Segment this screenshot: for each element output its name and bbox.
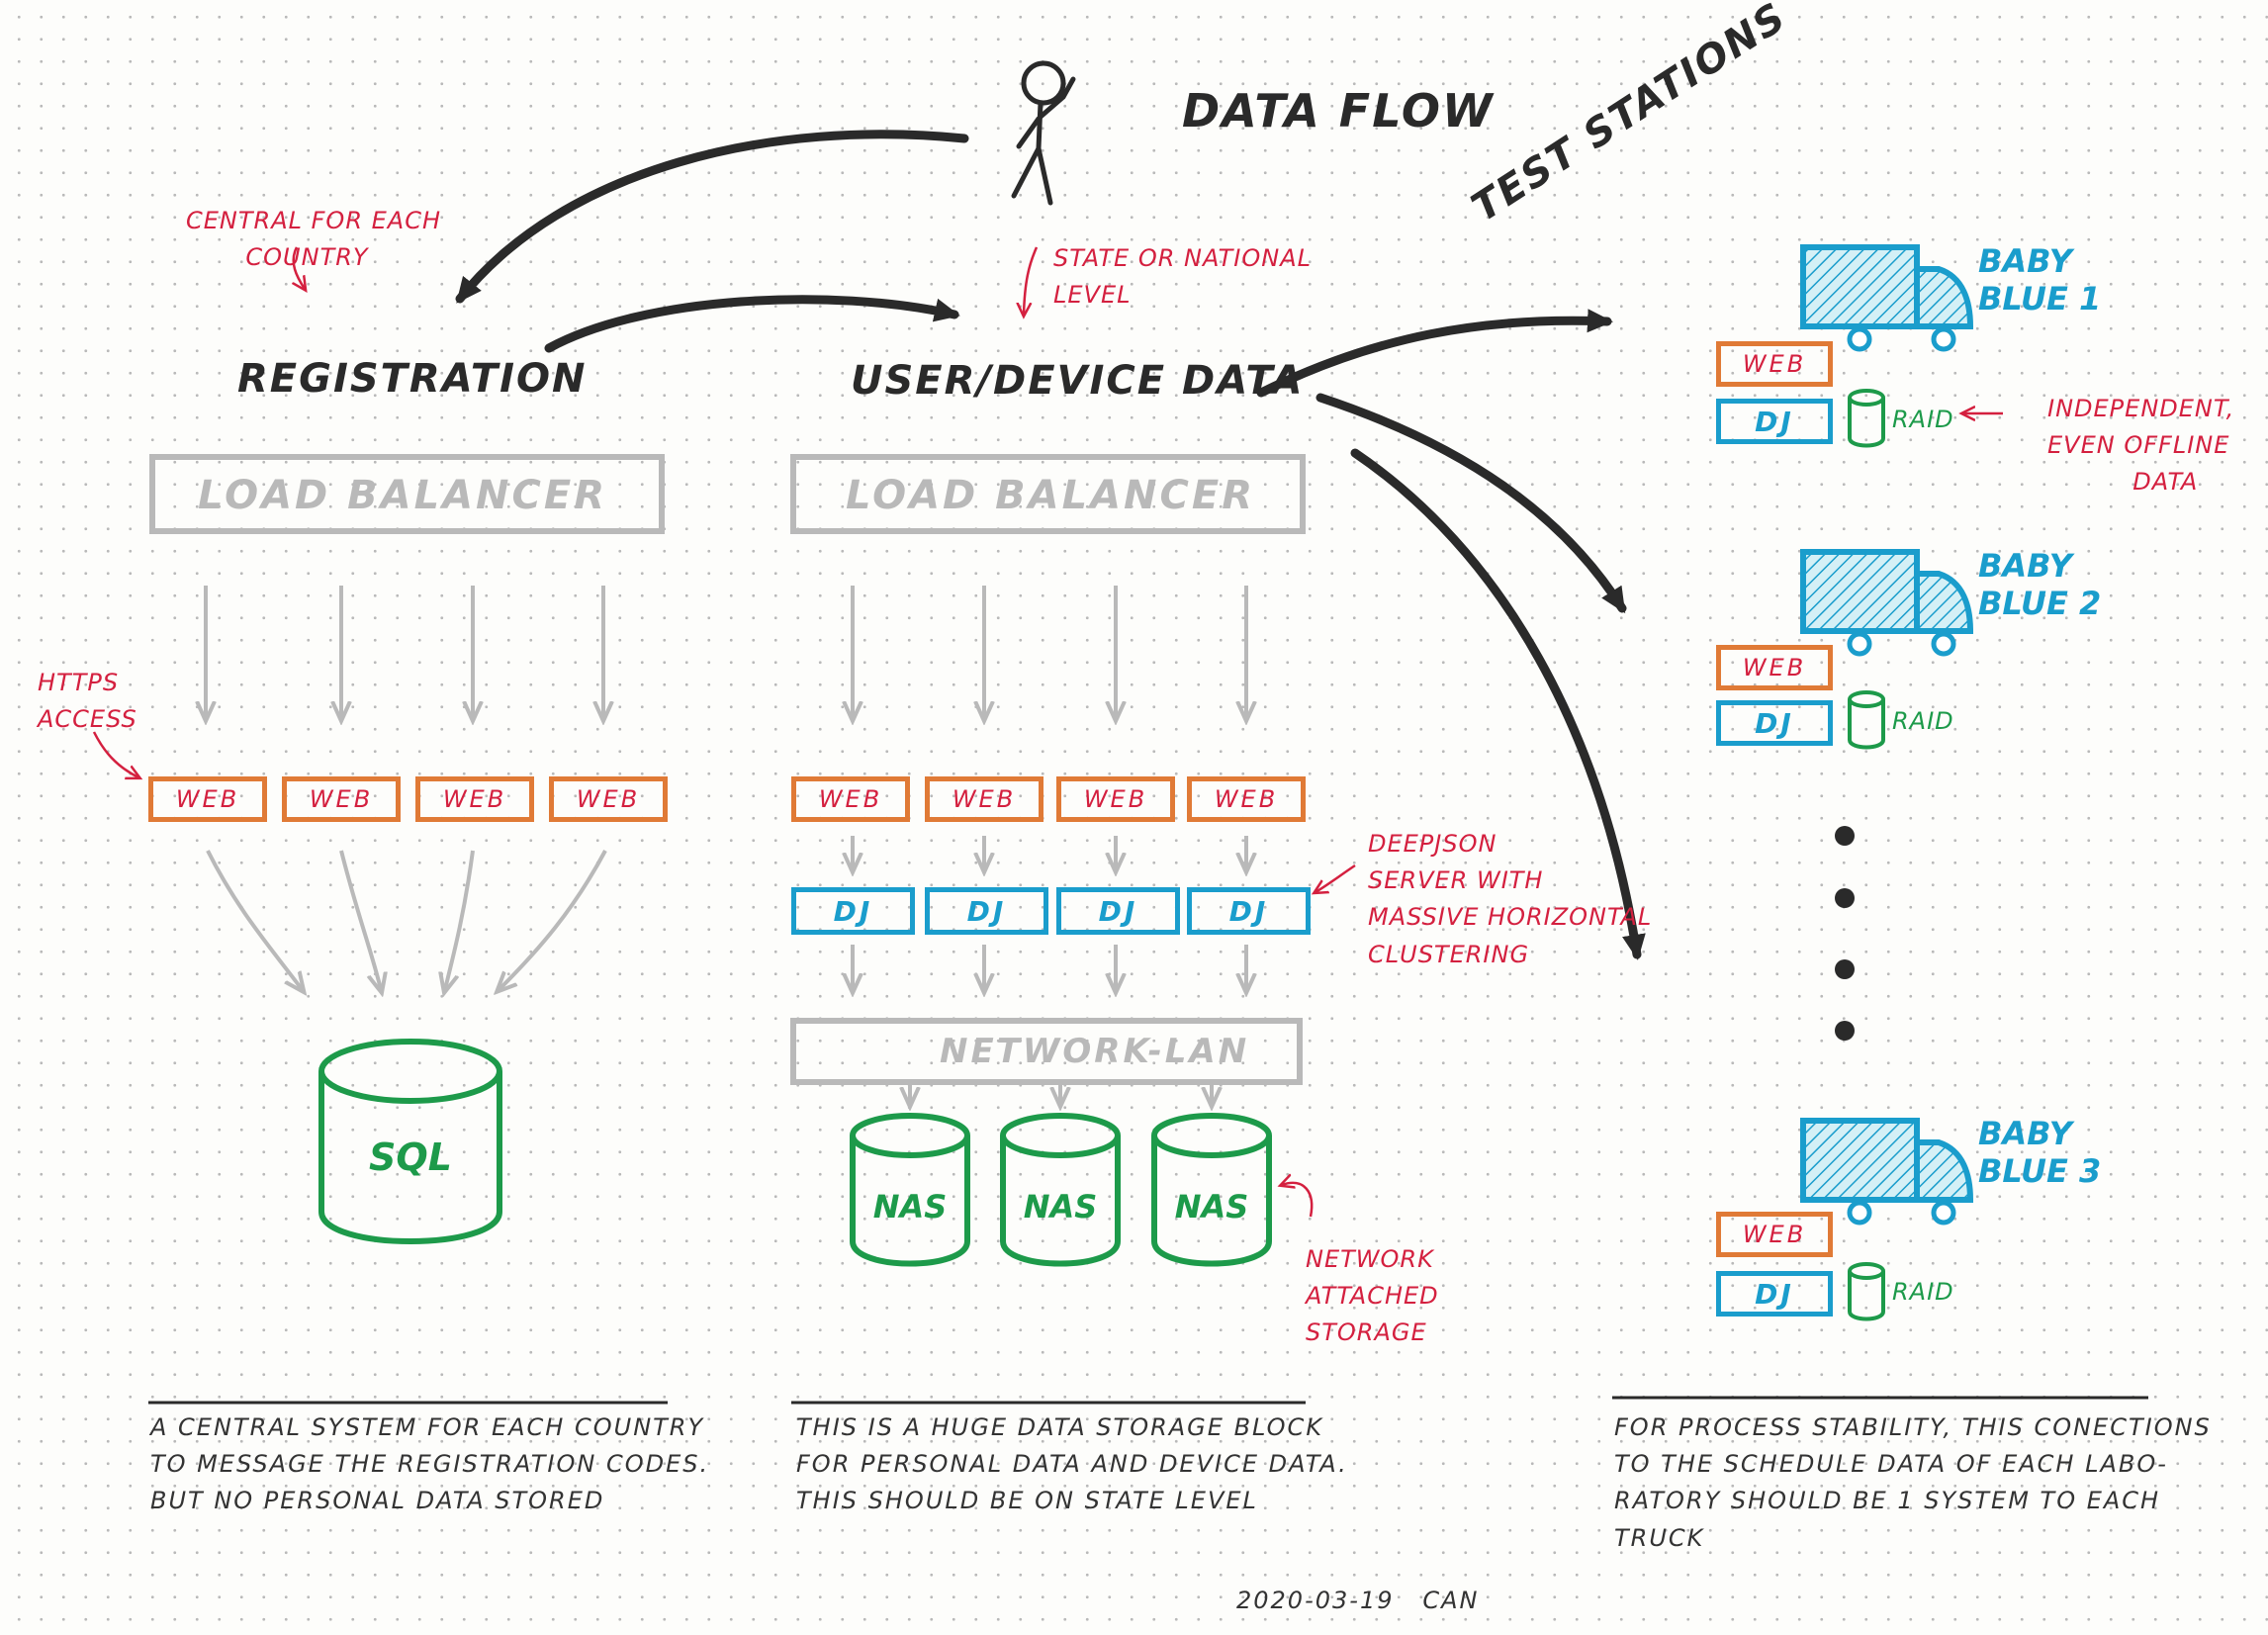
user-device-web-server-1: WEB	[791, 776, 910, 822]
truck-icon-1	[1800, 244, 1974, 352]
registration-load-balancer-label: LOAD BALANCER	[198, 473, 607, 518]
truck-label-2: BABY BLUE 2	[1978, 547, 2102, 623]
nas-cylinders	[850, 1113, 1272, 1267]
truck-label-3: BABY BLUE 3	[1978, 1115, 2102, 1191]
truck-3-web-server: WEB	[1716, 1212, 1833, 1257]
user-device-load-balancer-label: LOAD BALANCER	[846, 473, 1255, 518]
deepjson-server-4: DJ	[1187, 887, 1311, 935]
truck-2-raid-label: RAID	[1892, 707, 1954, 735]
raid-cylinders	[1848, 389, 1885, 1321]
sql-database-label: SQL	[369, 1135, 452, 1179]
user-device-heading: USER/DEVICE DATA	[851, 358, 1305, 404]
network-lan-box	[790, 1018, 1303, 1085]
lan-to-nas-arrows	[910, 1084, 1212, 1103]
deepjson-server-1: DJ	[791, 887, 915, 935]
truck-label-1: BABY BLUE 1	[1978, 242, 2102, 318]
dj-to-lan-arrows	[853, 945, 1246, 989]
truck-1-deepjson-server: DJ	[1716, 399, 1833, 444]
registration-web-server-3: WEB	[415, 776, 534, 822]
central-annotation: CENTRAL FOR EACH COUNTRY	[186, 207, 442, 272]
date-signature: 2020-03-19 CAN	[1236, 1587, 1480, 1614]
truck-2-deepjson-server: DJ	[1716, 700, 1833, 746]
registration-heading: REGISTRATION	[237, 356, 588, 402]
nas-storage-label-1: NAS	[872, 1188, 948, 1226]
truck-2-web-server: WEB	[1716, 645, 1833, 690]
user-device-load-balancer	[790, 454, 1306, 534]
user-device-web-server-3: WEB	[1056, 776, 1175, 822]
state-annotation: STATE OR NATIONAL LEVEL	[1053, 244, 1313, 310]
truck-3-raid-label: RAID	[1892, 1278, 1954, 1306]
deepjson-server-2: DJ	[925, 887, 1048, 935]
user-figure-icon	[1011, 60, 1076, 206]
truck-icon-3	[1800, 1118, 1974, 1226]
nas-storage-label-2: NAS	[1023, 1188, 1098, 1226]
truck-1-web-server: WEB	[1716, 341, 1833, 387]
sql-cylinder	[318, 1039, 502, 1244]
lb-to-web-arrows-user-device	[853, 586, 1246, 717]
registration-note: A CENTRAL SYSTEM FOR EACH COUNTRY TO MES…	[150, 1413, 710, 1515]
independent-annotation: INDEPENDENT, EVEN OFFLINE DATA	[2047, 395, 2235, 497]
truck-3-deepjson-server: DJ	[1716, 1271, 1833, 1317]
registration-load-balancer	[149, 454, 665, 534]
network-lan-label: NETWORK-LAN	[940, 1032, 1250, 1071]
registration-web-server-4: WEB	[549, 776, 668, 822]
nas-storage-label-3: NAS	[1174, 1188, 1249, 1226]
separator-lines	[148, 1396, 2148, 1405]
truck-1-raid-label: RAID	[1892, 406, 1954, 433]
flow-arrows	[455, 130, 1646, 960]
web-to-sql-arrows	[206, 850, 607, 989]
lb-to-web-arrows-registration	[206, 586, 603, 717]
nas-annotation: NETWORK ATTACHED STORAGE	[1306, 1245, 1439, 1347]
deepjson-annotation: DEEPJSON SERVER WITH MASSIVE HORIZONTAL …	[1368, 830, 1653, 968]
more-stations-dots	[1835, 826, 1855, 1041]
annotation-arrows	[92, 246, 2003, 1218]
https-annotation: HTTPS ACCESS	[38, 669, 137, 734]
page-title: DATA FLOW	[1182, 84, 1495, 137]
user-device-web-server-2: WEB	[925, 776, 1043, 822]
truck-icon-2	[1800, 549, 1974, 657]
test-stations-note: FOR PROCESS STABILITY, THIS CONECTIONS T…	[1614, 1413, 2212, 1552]
web-to-dj-arrows	[853, 836, 1246, 868]
registration-web-server-1: WEB	[148, 776, 267, 822]
registration-web-server-2: WEB	[282, 776, 401, 822]
deepjson-server-3: DJ	[1056, 887, 1180, 935]
user-device-web-server-4: WEB	[1187, 776, 1306, 822]
user-device-note: THIS IS A HUGE DATA STORAGE BLOCK FOR PE…	[796, 1413, 1348, 1515]
